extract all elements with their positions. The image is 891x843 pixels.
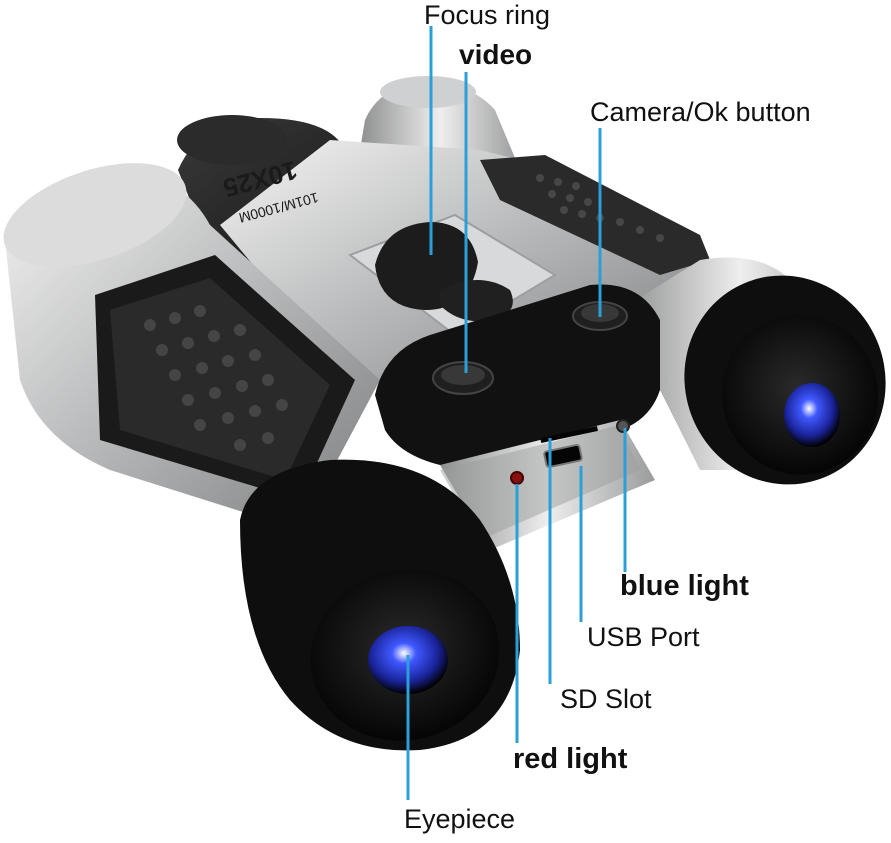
eyepiece-label: Eyepiece [404, 804, 516, 834]
left-grip-dots [144, 305, 288, 451]
video-button [432, 361, 494, 395]
right-rear-grip [480, 155, 710, 275]
blue-light-label: blue light [620, 570, 749, 602]
right-eyepiece [684, 275, 886, 485]
left-front-barrel [3, 163, 380, 530]
camera-ok-label: Camera/Ok button [590, 97, 811, 127]
left-eyepiece [240, 459, 520, 751]
usb-port-label: USB Port [587, 622, 700, 652]
red-light-label: red light [513, 743, 628, 775]
focus-wheel [375, 222, 513, 322]
focus-ring-label: Focus ring [424, 0, 551, 30]
usb-port-opening [543, 443, 583, 469]
electronics-housing [375, 284, 660, 550]
video-label: video [459, 39, 533, 70]
sd-slot-opening [540, 426, 598, 443]
sd-slot-label: SD Slot [560, 684, 652, 714]
